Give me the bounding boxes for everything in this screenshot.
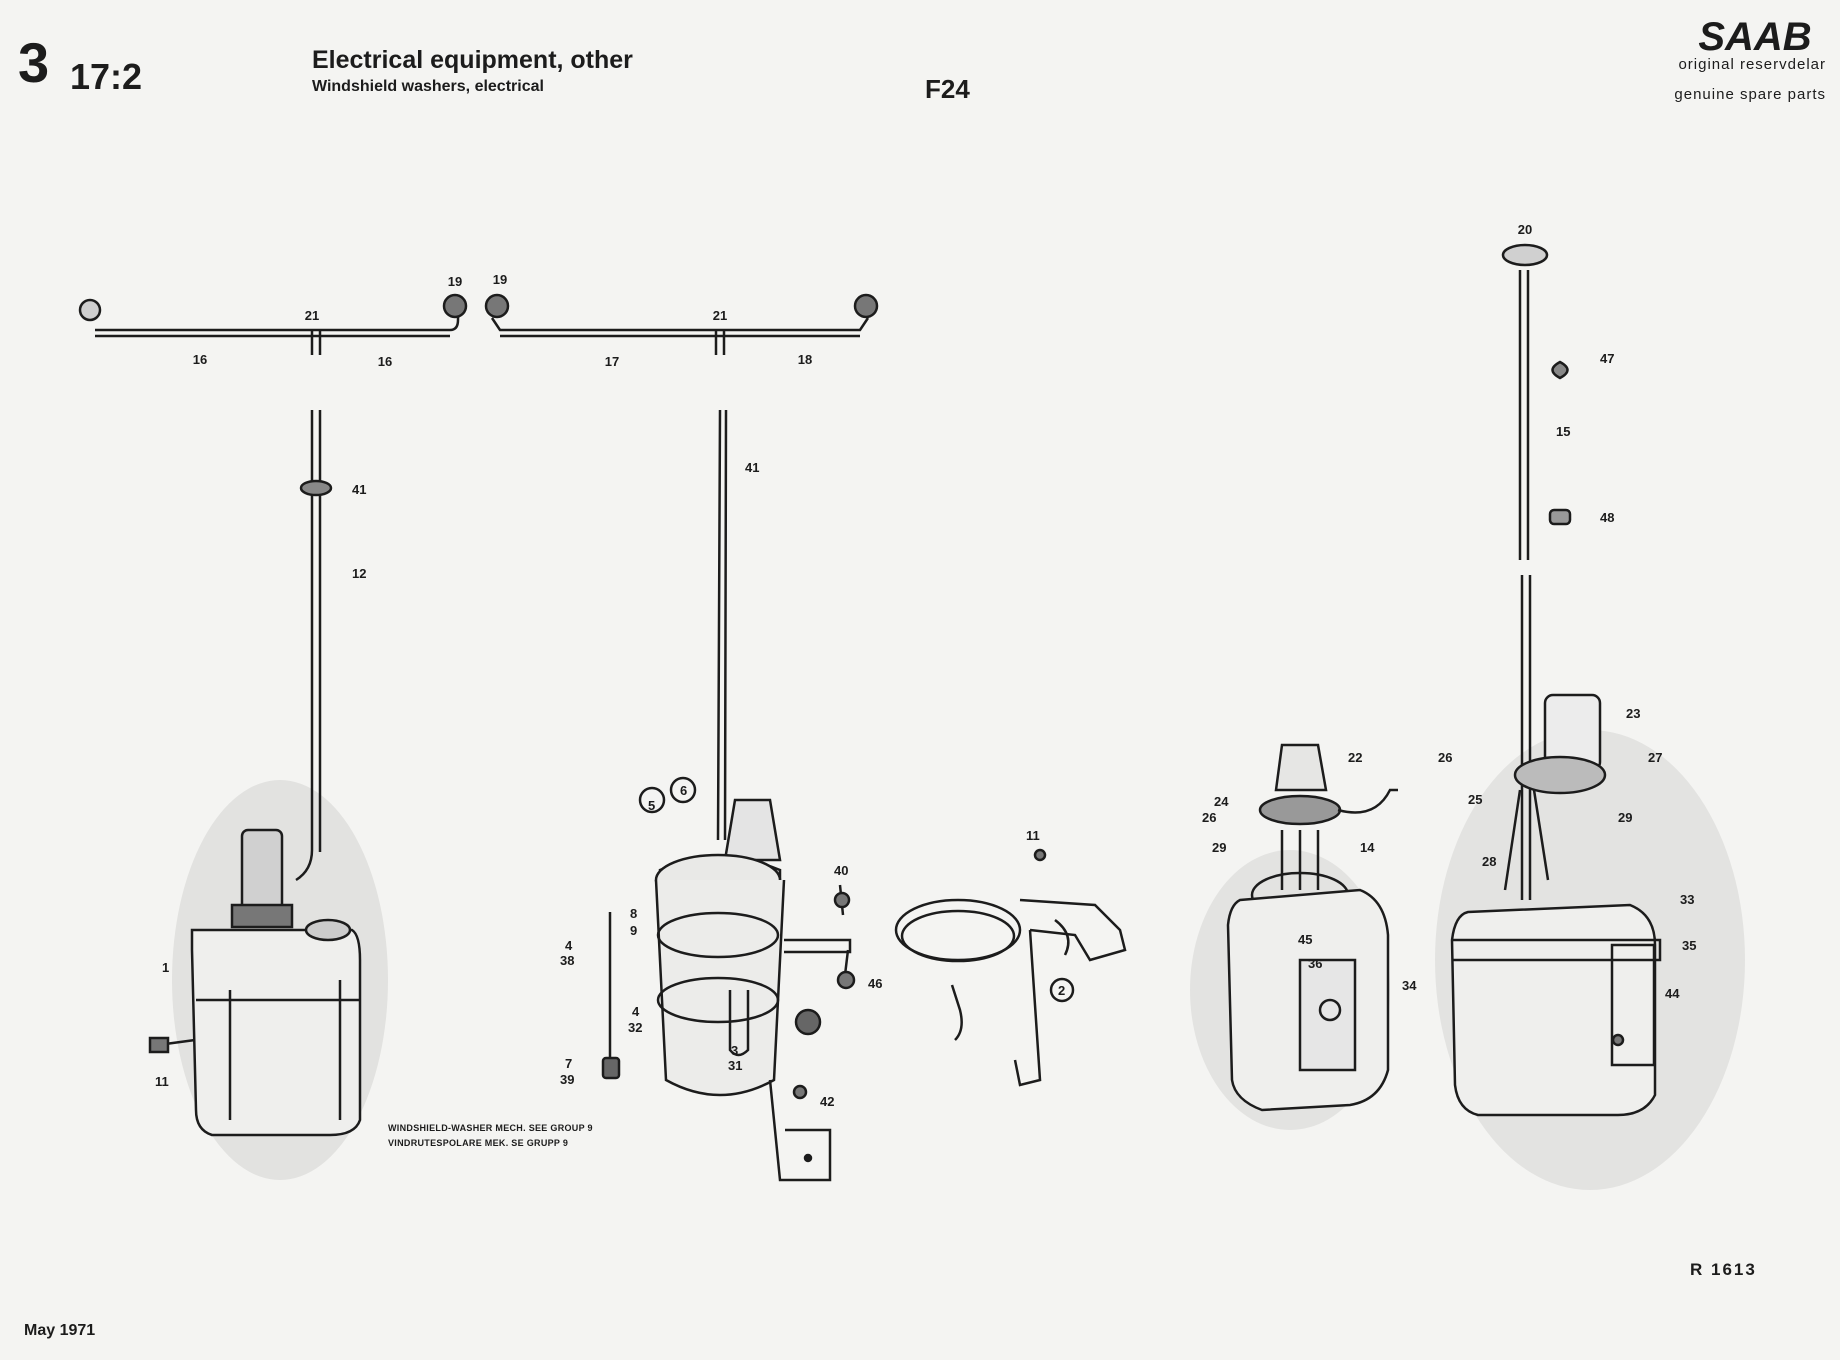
note-swedish: VINDRUTESPOLARE MEK. SE GRUPP 9 (388, 1138, 569, 1148)
callout-8: 8 (630, 906, 637, 921)
section-number: 3 (18, 31, 49, 94)
reservoir-right-2 (1435, 243, 1745, 1190)
reservoir-right-1 (1190, 743, 1398, 1130)
callout-28: 28 (1482, 854, 1496, 869)
callout-26: 26 (1202, 810, 1216, 825)
reference-code: R 1613 (1690, 1260, 1757, 1279)
callout-41: 41 (745, 460, 759, 475)
callout-12: 12 (352, 566, 366, 581)
callout-9: 9 (630, 923, 637, 938)
callout-18: 18 (798, 352, 812, 367)
callout-29: 29 (1212, 840, 1226, 855)
callout-26: 26 (1438, 750, 1452, 765)
hose-assembly-right (484, 293, 879, 355)
callout-16: 16 (378, 354, 392, 369)
reservoir-left (148, 410, 388, 1180)
brand-tagline-swedish: original reservdelar (1678, 56, 1826, 73)
callout-36: 36 (1308, 956, 1322, 971)
callout-42: 42 (820, 1094, 834, 1109)
callout-39: 39 (560, 1072, 574, 1087)
publication-date: May 1971 (24, 1322, 96, 1339)
callout-11: 11 (155, 1074, 169, 1089)
callout-19: 19 (448, 274, 462, 289)
callout-21: 21 (305, 308, 319, 323)
callout-21: 21 (713, 308, 727, 323)
saab-logo: SAAB (1698, 16, 1811, 56)
page-code: F24 (925, 74, 970, 104)
callout-25: 25 (1468, 792, 1482, 807)
callout-31: 31 (728, 1058, 742, 1073)
logo-text: SAAB (1698, 16, 1811, 56)
tube-middle (716, 409, 728, 841)
callout-32: 32 (628, 1020, 642, 1035)
callout-47: 47 (1600, 351, 1614, 366)
callout-45: 45 (1298, 932, 1312, 947)
reservoir-middle (601, 776, 1075, 1182)
callout-6: 6 (680, 783, 687, 798)
callout-44: 44 (1665, 986, 1680, 1001)
callout-5: 5 (648, 798, 655, 813)
callout-27: 27 (1648, 750, 1662, 765)
callout-23: 23 (1626, 706, 1640, 721)
callout-7: 7 (565, 1056, 572, 1071)
callout-20: 20 (1518, 222, 1532, 237)
callout-41: 41 (352, 482, 366, 497)
callout-33: 33 (1680, 892, 1694, 907)
callout-40: 40 (834, 863, 848, 878)
callout-4: 4 (632, 1004, 640, 1019)
callout-34: 34 (1402, 978, 1417, 993)
callout-24: 24 (1214, 794, 1229, 809)
page-subtitle: Windshield washers, electrical (312, 78, 544, 95)
page-title: Electrical equipment, other (312, 46, 633, 74)
callout-3: 3 (731, 1043, 738, 1058)
callout-4: 4 (565, 938, 573, 953)
callout-48: 48 (1600, 510, 1614, 525)
mounting-bracket (894, 848, 1127, 1087)
callout-19: 19 (493, 272, 507, 287)
callout-11: 11 (1026, 828, 1040, 843)
callout-35: 35 (1682, 938, 1696, 953)
callout-2: 2 (1058, 983, 1065, 998)
callout-46: 46 (868, 976, 882, 991)
callout-1: 1 (162, 960, 169, 975)
callout-17: 17 (605, 354, 619, 369)
callout-38: 38 (560, 953, 574, 968)
hose-assembly-left (78, 293, 468, 355)
callout-14: 14 (1360, 840, 1375, 855)
callout-29: 29 (1618, 810, 1632, 825)
note-english: WINDSHIELD-WASHER MECH. SEE GROUP 9 (388, 1123, 593, 1133)
group-number: 17:2 (70, 56, 143, 97)
callout-22: 22 (1348, 750, 1362, 765)
brand-tagline-english: genuine spare parts (1674, 86, 1826, 103)
callout-numbers: 19 21 16 16 19 21 17 18 41 12 1 11 41 5 … (155, 222, 1696, 1109)
callout-15: 15 (1556, 424, 1570, 439)
callout-16: 16 (193, 352, 207, 367)
